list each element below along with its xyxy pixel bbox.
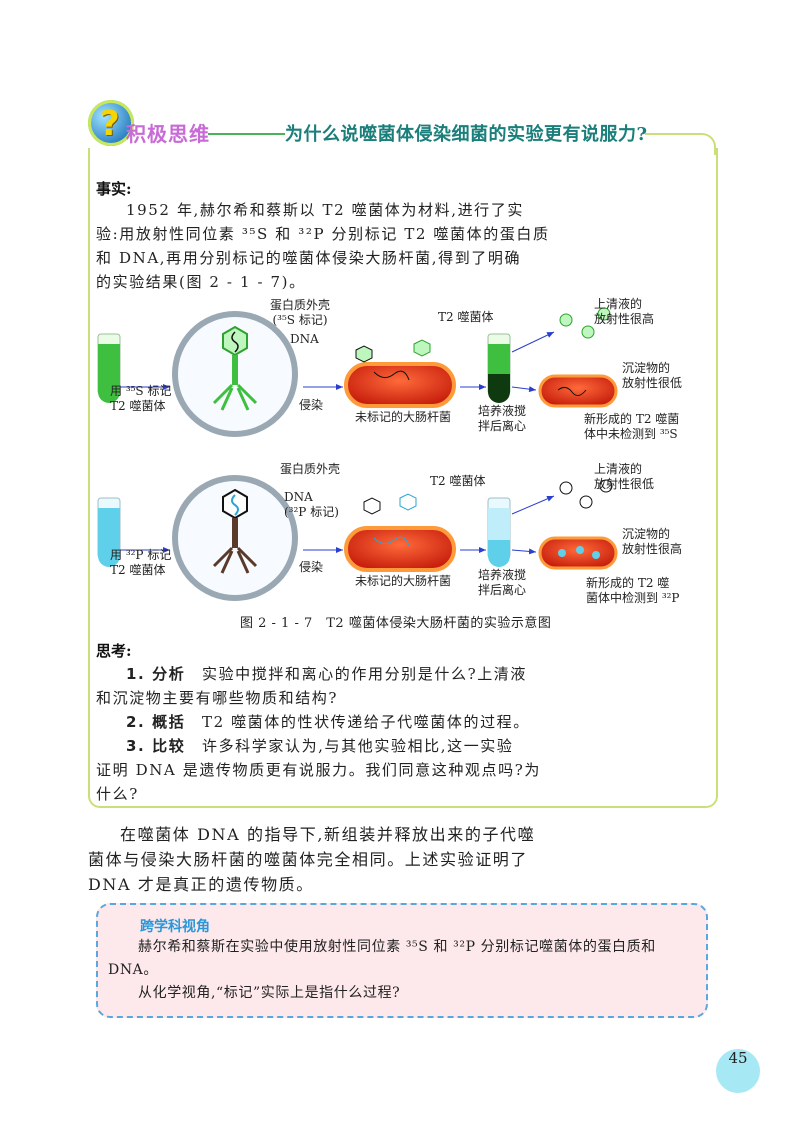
arrow-icon: [511, 386, 537, 393]
cross-line: DNA。: [108, 962, 158, 978]
top-bacterium-label: 未标记的大肠杆菌: [355, 410, 452, 424]
top-phage-circle-icon: [172, 311, 298, 437]
q1-text: 实验中搅拌和离心的作用分别是什么?上清液: [201, 665, 528, 683]
thinking-heading: 思考:: [96, 642, 132, 660]
bottom-tube-label: 用 ³²P 标记 T2 噬菌体: [110, 548, 172, 577]
top-centrifuge-tube-icon: [487, 333, 511, 403]
bottom-bacterium-label: 未标记的大肠杆菌: [355, 574, 452, 588]
facts-line: 1952 年,赫尔希和蔡斯以 T2 噬菌体为材料,进行了实: [126, 201, 524, 219]
q3-tag: 3. 比较: [126, 737, 186, 755]
bottom-coat-label: 蛋白质外壳: [280, 462, 341, 476]
facts-line: 和 DNA,再用分别标记的噬菌体侵染大肠杆菌,得到了明确: [96, 249, 522, 267]
arrow-icon: [511, 495, 555, 515]
top-sediment-label: 沉淀物的 放射性很低: [622, 361, 683, 390]
q2-text: T2 噬菌体的性状传递给子代噬菌体的过程。: [201, 713, 530, 731]
facts-line: 的实验结果(图 2 - 1 - 7)。: [96, 273, 306, 291]
facts-line: 验:用放射性同位素 ³⁵S 和 ³²P 分别标记 T2 噬菌体的蛋白质: [96, 225, 550, 243]
question-mark-icon: ?: [100, 104, 120, 144]
facts-heading: 事实:: [96, 180, 132, 198]
page-number: 45: [716, 1049, 760, 1093]
top-supernatant-icon: [559, 307, 611, 339]
bottom-progeny-label: 新形成的 T2 噬 菌体中检测到 ³²P: [586, 576, 680, 605]
bottom-dna-label: DNA (³²P 标记): [284, 490, 339, 519]
top-coat-label: 蛋白质外壳 (³⁵S 标记): [270, 298, 331, 327]
thinking-box: [88, 148, 718, 808]
top-supernatant-label: 上清液的 放射性很高: [594, 297, 655, 326]
q3-text: 许多科学家认为,与其他实验相比,这一实验: [201, 737, 514, 755]
title-rule: [208, 133, 285, 135]
top-tube-label: 用 ³⁵S 标记 T2 噬菌体: [110, 384, 172, 413]
top-phage-label: T2 噬菌体: [438, 310, 494, 324]
arrow-icon: [511, 548, 537, 555]
top-tube-icon: [97, 333, 121, 403]
body-line: 在噬菌体 DNA 的指导下,新组装并释放出来的子代噬: [120, 825, 536, 844]
bottom-centrifuge-tube-icon: [487, 497, 511, 567]
body-paragraph: 在噬菌体 DNA 的指导下,新组装并释放出来的子代噬 菌体与侵染大肠杆菌的噬菌体…: [88, 822, 708, 897]
top-sediment-icon: [538, 374, 618, 408]
thinking-questions: 1. 分析 实验中搅拌和离心的作用分别是什么?上清液 和沉淀物主要有哪些物质和结…: [96, 662, 706, 806]
section-question: 为什么说噬菌体侵染细菌的实验更有说服力?: [285, 124, 648, 145]
bottom-centrifuge-label: 培养液搅 拌后离心: [478, 568, 527, 597]
top-progeny-label: 新形成的 T2 噬菌 体中未检测到 ³⁵S: [584, 412, 680, 441]
bottom-supernatant-icon: [559, 479, 613, 509]
q1-text-cont: 和沉淀物主要有哪些物质和结构?: [96, 689, 339, 707]
bottom-bacterium-icon: [344, 493, 456, 572]
cross-text: 赫尔希和蔡斯在实验中使用放射性同位素 ³⁵S 和 ³²P 分别标记噬菌体的蛋白质…: [108, 936, 698, 1005]
bottom-supernatant-label: 上清液的 放射性很低: [594, 462, 655, 491]
body-line: 菌体与侵染大肠杆菌的噬菌体完全相同。上述实验证明了: [88, 850, 529, 869]
bottom-phage-label: T2 噬菌体: [430, 474, 486, 488]
section-label: 积极思维: [126, 122, 210, 146]
arrow-icon: [511, 331, 555, 353]
bottom-sediment-icon: [538, 536, 618, 570]
q1-tag: 1. 分析: [126, 665, 186, 683]
box-corner: [645, 133, 716, 155]
bottom-tube-icon: [97, 497, 121, 567]
bottom-sediment-label: 沉淀物的 放射性很高: [622, 527, 683, 556]
q2-tag: 2. 概括: [126, 713, 186, 731]
bottom-infect-label: 侵染: [299, 560, 324, 574]
top-infect-label: 侵染: [299, 398, 324, 412]
figure-caption: 图 2 - 1 - 7 T2 噬菌体侵染大肠杆菌的实验示意图: [240, 616, 552, 631]
top-bacterium-icon: [344, 339, 456, 408]
thinking-badge-icon: [88, 100, 134, 146]
cross-line: 赫尔希和蔡斯在实验中使用放射性同位素 ³⁵S 和 ³²P 分别标记噬菌体的蛋白质…: [138, 939, 656, 955]
experiment-figure: [97, 307, 618, 601]
q3-text-cont: 证明 DNA 是遗传物质更有说服力。我们同意这种观点吗?为: [96, 761, 541, 779]
cross-line: 从化学视角,“标记”实际上是指什么过程?: [138, 985, 401, 1001]
body-line: DNA 才是真正的遗传物质。: [88, 875, 314, 894]
facts-paragraph: 1952 年,赫尔希和蔡斯以 T2 噬菌体为材料,进行了实 验:用放射性同位素 …: [96, 198, 706, 294]
cross-disciplinary-box: [96, 903, 708, 1018]
top-centrifuge-label: 培养液搅 拌后离心: [478, 404, 527, 433]
bottom-phage-circle-icon: [172, 475, 298, 601]
q3-text-end: 什么?: [96, 785, 139, 803]
top-dna-label: DNA: [290, 332, 319, 346]
cross-title: 跨学科视角: [140, 919, 210, 935]
